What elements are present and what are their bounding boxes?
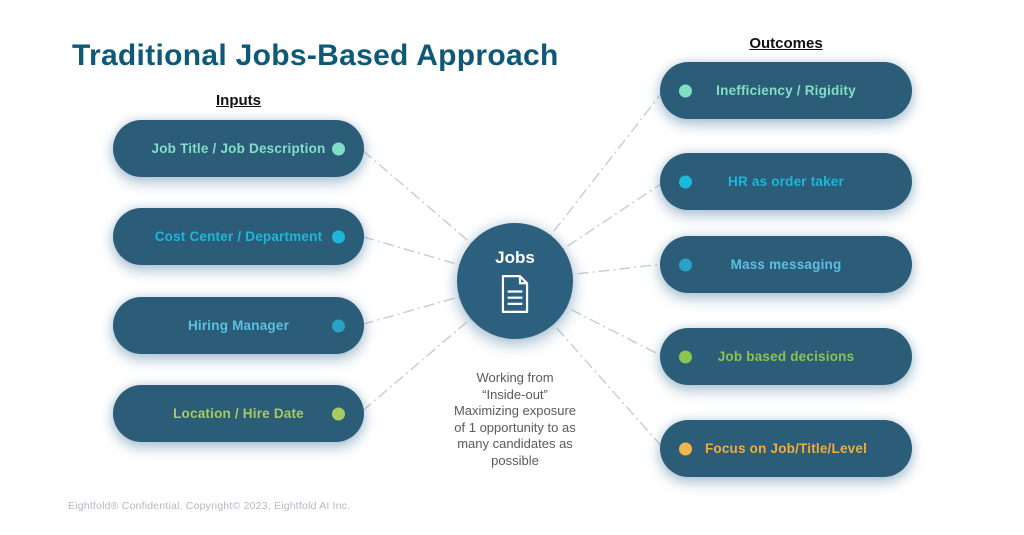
input-pill-hiring-manager: Hiring Manager [113, 297, 364, 354]
bullet-dot-icon [679, 350, 692, 363]
hub-description-line: possible [491, 452, 539, 468]
input-pill-label: Location / Hire Date [173, 406, 304, 421]
outcome-pill-label: Job based decisions [717, 349, 855, 364]
hub-description-line: of 1 opportunity to as [454, 419, 576, 435]
input-pill-location-hire-date: Location / Hire Date [113, 385, 364, 442]
bullet-dot-icon [679, 84, 692, 97]
bullet-dot-icon [679, 442, 692, 455]
bullet-dot-icon [332, 142, 345, 155]
outcome-pill-label: HR as order taker [728, 174, 844, 189]
outcome-pill-job-based-decisions: Job based decisions [660, 328, 912, 385]
outcome-pill-label: Inefficiency / Rigidity [716, 83, 856, 98]
hub-description-line: many candidates as [457, 436, 573, 451]
page-title: Traditional Jobs-Based Approach [72, 39, 559, 72]
jobs-hub-label: Jobs [495, 248, 535, 267]
bullet-dot-icon [332, 230, 345, 243]
confidentiality-footer: Eightfold® Confidential. Copyright© 2023… [68, 500, 351, 512]
outcomes-heading: Outcomes [749, 35, 823, 52]
outcome-pill-hr-order-taker: HR as order taker [660, 153, 912, 210]
input-pill-label: Cost Center / Department [154, 229, 323, 244]
hub-description-line: “Inside-out” [482, 386, 548, 402]
bullet-dot-icon [679, 258, 692, 271]
hub-description: Working from “Inside-out” Maximizing exp… [403, 370, 627, 469]
hub-description-line: Working from [476, 370, 554, 385]
outcome-pill-mass-messaging: Mass messaging [660, 236, 912, 293]
outcome-pill-inefficiency: Inefficiency / Rigidity [660, 62, 912, 119]
input-pill-cost-center: Cost Center / Department [113, 208, 364, 265]
inputs-heading: Inputs [216, 92, 261, 109]
bullet-dot-icon [679, 175, 692, 188]
bullet-dot-icon [332, 407, 345, 420]
document-icon [501, 275, 529, 313]
input-pill-job-title: Job Title / Job Description [113, 120, 364, 177]
outcome-pill-focus-job-title-level: Focus on Job/Title/Level [660, 420, 912, 477]
input-pill-label: Hiring Manager [187, 318, 290, 333]
input-pill-label: Job Title / Job Description [151, 141, 326, 156]
hub-description-line: Maximizing exposure [453, 403, 577, 418]
outcome-pill-label: Focus on Job/Title/Level [704, 441, 868, 456]
outcome-pill-label: Mass messaging [730, 257, 842, 272]
jobs-hub-circle: Jobs [457, 223, 573, 339]
bullet-dot-icon [332, 319, 345, 332]
